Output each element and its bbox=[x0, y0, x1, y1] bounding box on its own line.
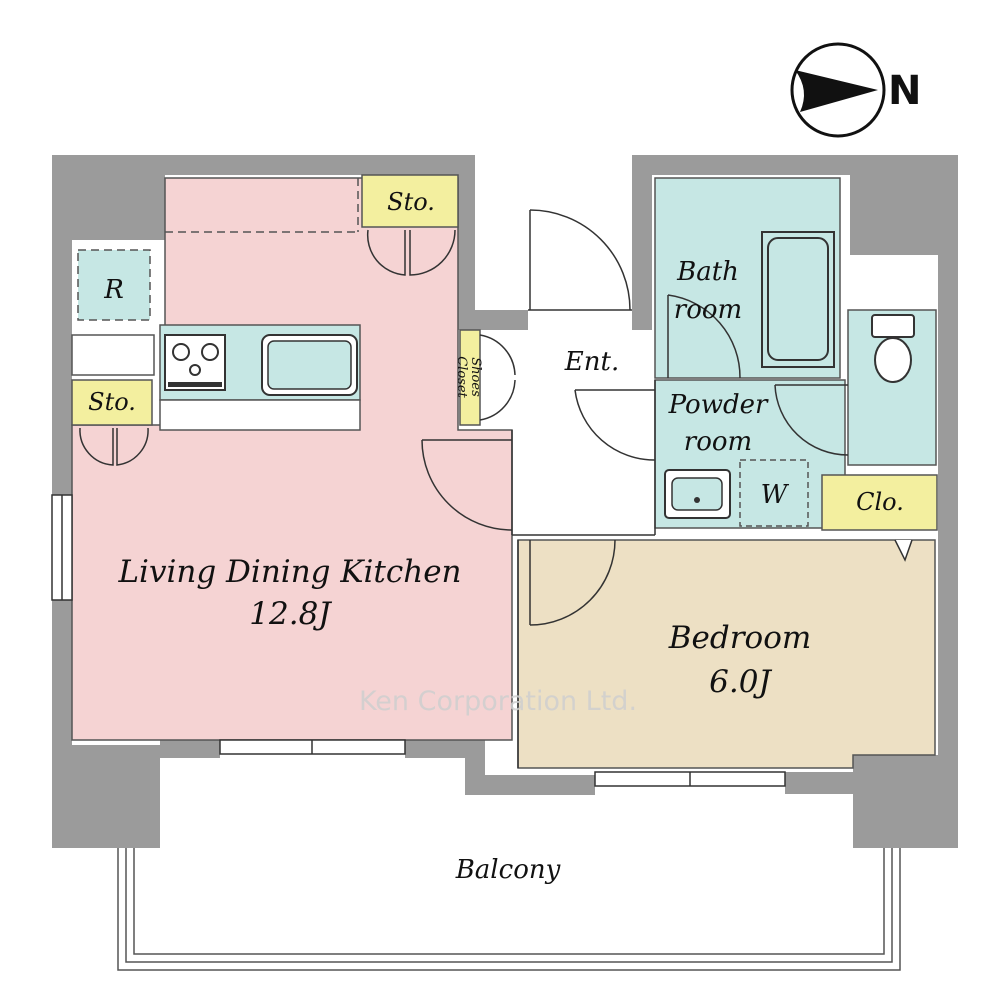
bedroom-size: 6.0J bbox=[709, 664, 772, 700]
storage-left-label: Sto. bbox=[88, 388, 136, 416]
storage-top bbox=[361, 174, 459, 228]
washer-space bbox=[739, 459, 809, 527]
shoes-closet-label-1: Shoes bbox=[468, 357, 483, 397]
storage-top-label: Sto. bbox=[387, 188, 435, 216]
kitchen-sink-icon bbox=[261, 334, 358, 396]
wash-basin-icon bbox=[664, 469, 731, 519]
shoes-closet-doors bbox=[479, 334, 516, 421]
closet bbox=[821, 474, 938, 531]
entrance-door bbox=[529, 209, 631, 311]
powder-label-2: room bbox=[684, 427, 752, 457]
balcony bbox=[117, 848, 901, 971]
refrigerator-label: R bbox=[103, 275, 124, 305]
bath-label-1: Bath bbox=[676, 257, 739, 287]
windows bbox=[51, 494, 786, 787]
shoes-closet-label-2: Closet bbox=[454, 356, 469, 398]
ldk-door bbox=[421, 439, 513, 531]
stove-icon bbox=[164, 334, 226, 391]
doors bbox=[79, 209, 913, 626]
shoes-closet bbox=[459, 329, 481, 426]
entrance-inner-door bbox=[574, 389, 656, 461]
compass-north-label: N bbox=[888, 68, 921, 114]
entrance-label: Ent. bbox=[564, 347, 619, 377]
bath-label-2: room bbox=[674, 295, 742, 325]
toilet-icon bbox=[871, 314, 915, 383]
wall-bottom-right bbox=[785, 772, 855, 794]
wall-bottom-center bbox=[465, 740, 595, 795]
partitions bbox=[511, 309, 656, 768]
walls bbox=[52, 155, 958, 848]
compass-icon: N bbox=[790, 42, 921, 138]
powder-label-1: Powder bbox=[668, 390, 769, 420]
toilet-room-floor bbox=[847, 309, 937, 466]
counter-side-shelf bbox=[71, 334, 155, 376]
bathtub-icon bbox=[761, 231, 835, 368]
bedroom-door bbox=[529, 539, 616, 626]
closet-door-marker bbox=[894, 539, 913, 562]
refrigerator-space bbox=[77, 249, 151, 321]
wall-bottom-mid bbox=[405, 740, 465, 758]
storage-top-doors bbox=[366, 229, 456, 276]
closet-label: Clo. bbox=[856, 488, 904, 516]
ldk-name: Living Dining Kitchen bbox=[117, 554, 461, 590]
ldk-size: 12.8J bbox=[249, 596, 332, 632]
storage-left bbox=[71, 379, 153, 426]
wall-right bbox=[632, 155, 958, 848]
storage-left-doors bbox=[79, 427, 149, 466]
bath-door bbox=[667, 294, 741, 379]
washer-label: W bbox=[761, 480, 790, 510]
bedroom-name: Bedroom bbox=[668, 620, 812, 656]
wall-left bbox=[52, 155, 528, 848]
wall-bottom-ldk bbox=[160, 740, 220, 758]
toilet-door bbox=[774, 384, 849, 456]
watermark: Ken Corporation Ltd. bbox=[359, 686, 637, 717]
balcony-label: Balcony bbox=[455, 855, 561, 885]
kitchen-counter-front bbox=[159, 399, 361, 431]
